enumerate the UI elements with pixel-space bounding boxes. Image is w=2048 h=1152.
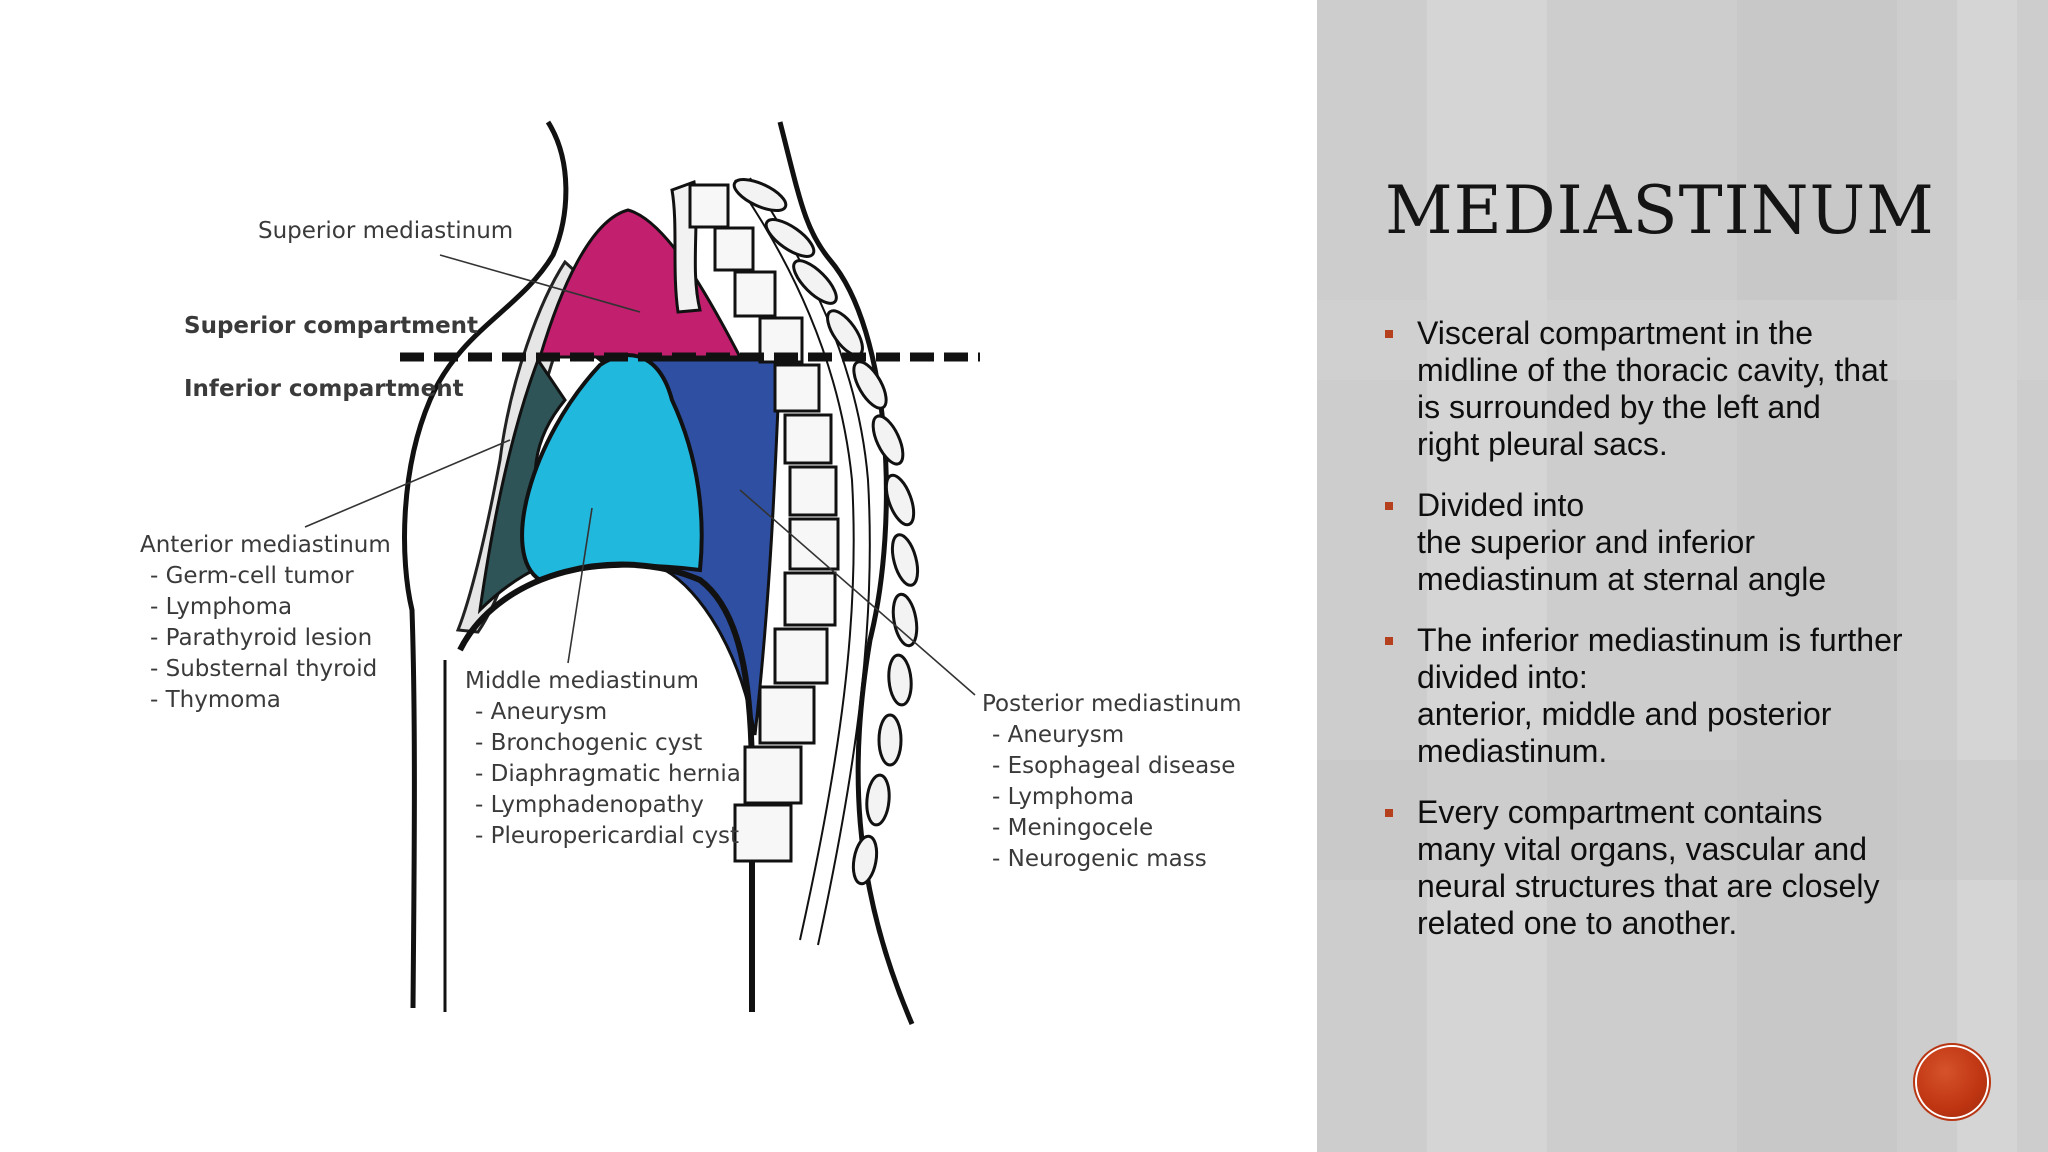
bullet-square-icon [1385, 637, 1393, 645]
label-superior-mediastinum: Superior mediastinum [258, 218, 513, 244]
anterior-item: - Lymphoma [150, 594, 292, 620]
bullet-text: Every compartment contains many vital or… [1417, 794, 1880, 941]
posterior-item: - Lymphoma [992, 784, 1134, 810]
bullet-square-icon [1385, 809, 1393, 817]
middle-item: - Lymphadenopathy [475, 792, 704, 818]
middle-item: - Pleuropericardial cyst [475, 823, 739, 849]
anterior-item: - Substernal thyroid [150, 656, 377, 682]
bullet-item: Visceral compartment in the midline of t… [1385, 315, 1965, 463]
anterior-mediastinum-label-group: Anterior mediastinum - Germ-cell tumor -… [140, 532, 391, 713]
mediastinum-illustration: Superior mediastinum Superior compartmen… [140, 120, 1242, 1025]
label-superior-compartment: Superior compartment [184, 313, 478, 339]
label-posterior-mediastinum: Posterior mediastinum [982, 691, 1242, 717]
label-anterior-mediastinum: Anterior mediastinum [140, 532, 391, 558]
middle-mediastinum-label-group: Middle mediastinum - Aneurysm - Bronchog… [465, 668, 741, 849]
label-inferior-compartment: Inferior compartment [184, 376, 464, 402]
posterior-mediastinum-label-group: Posterior mediastinum - Aneurysm - Esoph… [982, 691, 1242, 872]
circle-next-icon[interactable] [1917, 1047, 1987, 1117]
bullet-item: The inferior mediastinum is further divi… [1385, 622, 1965, 770]
posterior-item: - Aneurysm [992, 722, 1124, 748]
chest-wall-contour [402, 120, 569, 1009]
vertebral-column [688, 183, 840, 863]
bullet-text: Visceral compartment in the midline of t… [1417, 315, 1888, 462]
posterior-item: - Meningocele [992, 815, 1153, 841]
bullet-list: Visceral compartment in the midline of t… [1385, 315, 1965, 966]
bullet-item: Divided into the superior and inferior m… [1385, 487, 1965, 598]
anterior-item: - Thymoma [150, 687, 281, 713]
middle-item: - Bronchogenic cyst [475, 730, 702, 756]
mediastinum-diagram: Superior mediastinum Superior compartmen… [140, 120, 1242, 1025]
label-middle-mediastinum: Middle mediastinum [465, 668, 699, 694]
middle-item: - Diaphragmatic hernia [475, 761, 741, 787]
bullet-square-icon [1385, 330, 1393, 338]
paper-texture [1317, 0, 2048, 1152]
leader-lines [304, 254, 976, 696]
bullet-item: Every compartment contains many vital or… [1385, 794, 1965, 942]
bullet-square-icon [1385, 502, 1393, 510]
posterior-item: - Esophageal disease [992, 753, 1235, 779]
slide-title: MEDIASTINUM [1385, 172, 1935, 249]
middle-item: - Aneurysm [475, 699, 607, 725]
anterior-item: - Parathyroid lesion [150, 625, 372, 651]
spinous-processes [732, 178, 920, 886]
bullet-text: The inferior mediastinum is further divi… [1417, 622, 1903, 769]
anterior-item: - Germ-cell tumor [150, 563, 354, 589]
bullet-text: Divided into the superior and inferior m… [1417, 487, 1827, 597]
posterior-item: - Neurogenic mass [992, 846, 1207, 872]
text-panel: MEDIASTINUM Visceral compartment in the … [1317, 0, 2048, 1152]
superior-mediastinum-region [537, 208, 743, 359]
middle-mediastinum-region [520, 353, 704, 583]
diaphragm [457, 561, 755, 1012]
